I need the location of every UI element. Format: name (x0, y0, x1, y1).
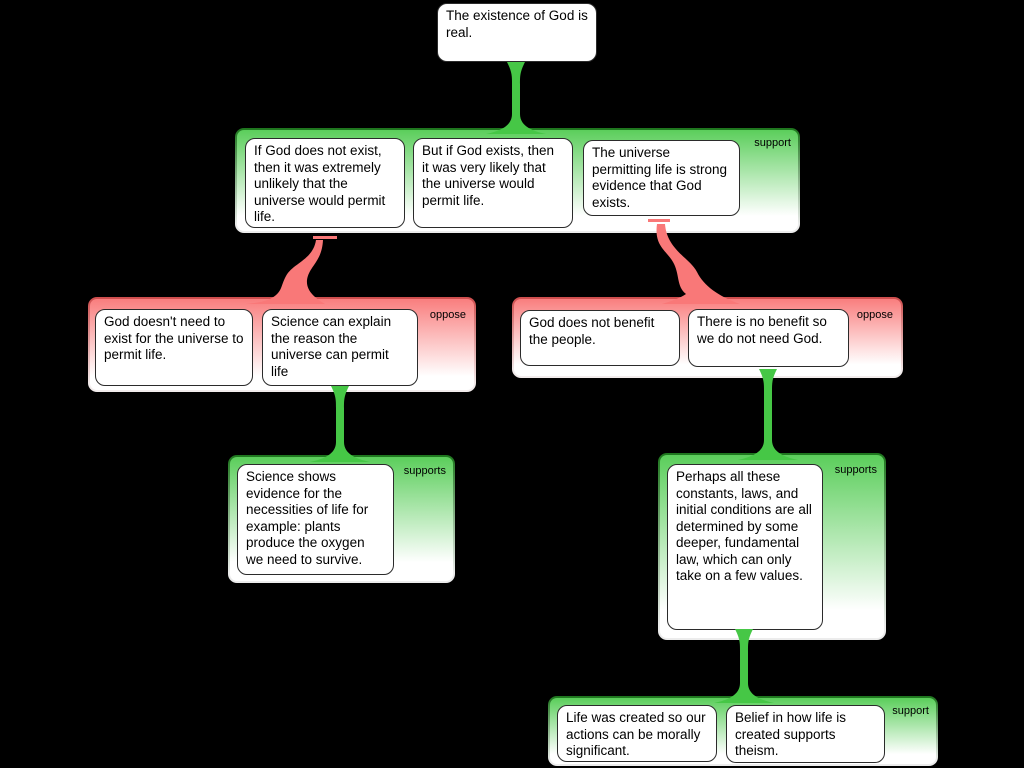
oppose-group-right[interactable]: oppose God does not benefit the people. … (512, 297, 903, 378)
objection-box[interactable]: God doesn't need to exist for the univer… (95, 309, 253, 386)
support-connector[interactable] (486, 62, 546, 134)
reason-box[interactable]: Perhaps all these constants, laws, and i… (667, 464, 823, 630)
supports-group-left[interactable]: supports Science shows evidence for the … (228, 455, 455, 583)
reason-box[interactable]: If God does not exist, then it was extre… (245, 138, 405, 228)
support-connector[interactable] (738, 369, 798, 460)
oppose-connector[interactable] (656, 224, 740, 304)
group-label-oppose: oppose (856, 309, 893, 321)
reason-box[interactable]: Life was created so our actions can be m… (557, 705, 717, 762)
support-connector[interactable] (310, 386, 370, 462)
group-label-support: support (754, 137, 791, 149)
group-label-supports: supports (403, 465, 446, 477)
support-connector[interactable] (714, 629, 774, 703)
oppose-group-left[interactable]: oppose God doesn't need to exist for the… (88, 297, 476, 392)
group-label-support: support (892, 705, 929, 717)
group-label-oppose: oppose (429, 309, 466, 321)
objection-box[interactable]: Science can explain the reason the unive… (262, 309, 418, 386)
oppose-connector[interactable] (246, 240, 325, 304)
group-label-supports: supports (834, 464, 877, 476)
claim-node-root[interactable]: The existence of God is real. (437, 3, 597, 62)
objection-box[interactable]: God does not benefit the people. (520, 310, 680, 366)
reason-box[interactable]: But if God exists, then it was very like… (413, 138, 573, 228)
supports-group-right[interactable]: supports Perhaps all these constants, la… (658, 453, 886, 640)
oppose-anchor-tick (313, 236, 337, 239)
objection-box[interactable]: There is no benefit so we do not need Go… (688, 309, 849, 367)
support-group-top[interactable]: support If God does not exist, then it w… (235, 128, 800, 233)
reason-box[interactable]: Science shows evidence for the necessiti… (237, 464, 394, 575)
support-group-bottom[interactable]: support Life was created so our actions … (548, 696, 938, 766)
reason-box[interactable]: Belief in how life is created supports t… (726, 705, 885, 763)
reason-box[interactable]: The universe permitting life is strong e… (583, 140, 740, 216)
